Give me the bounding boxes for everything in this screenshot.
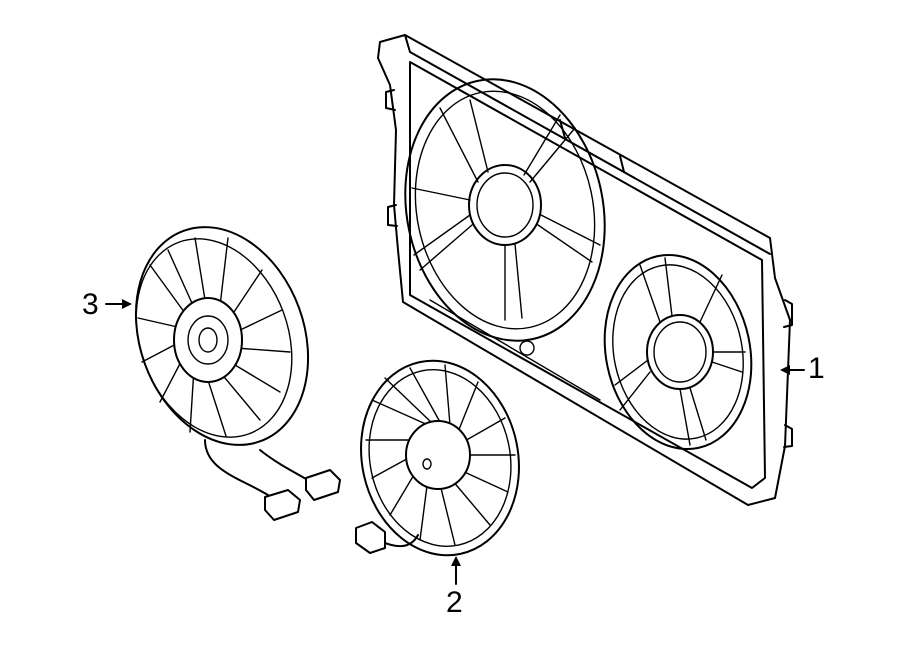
callout-2: 2	[446, 556, 463, 619]
fan-shroud-part-1	[377, 34, 793, 506]
callout-3-label: 3	[82, 288, 99, 321]
callout-3: 3	[82, 288, 132, 321]
fan-motor-part-3	[134, 226, 341, 521]
callout-1-label: 1	[808, 352, 825, 385]
callout-2-label: 2	[446, 586, 463, 619]
callout-1: 1	[780, 352, 825, 385]
fan-motor-part-2	[355, 359, 520, 557]
